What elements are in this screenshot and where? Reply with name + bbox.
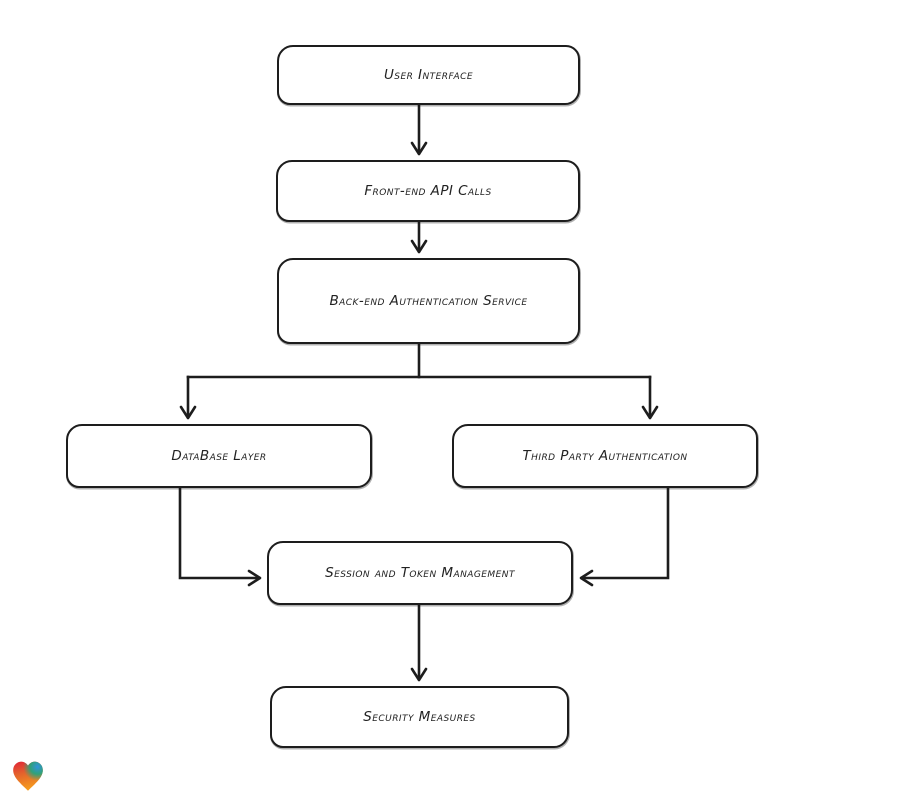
heart-logo[interactable]	[10, 759, 46, 795]
node-user-interface: User Interface	[277, 45, 580, 105]
node-label-user-interface: User Interface	[383, 66, 474, 83]
edge-database-to-session	[178, 487, 262, 587]
node-database-layer: DataBase Layer	[66, 424, 372, 488]
node-label-back-end-authentication-service: Back-end Authentication Service	[329, 292, 528, 309]
edge-thirdparty-to-session	[579, 487, 670, 587]
node-back-end-authentication-service: Back-end Authentication Service	[277, 258, 580, 344]
node-label-security-measures: Security Measures	[363, 708, 476, 725]
node-label-third-party-authentication: Third Party Authentication	[522, 447, 688, 464]
node-third-party-authentication: Third Party Authentication	[452, 424, 758, 488]
node-session-and-token-management: Session and Token Management	[267, 541, 573, 605]
node-front-end-api-calls: Front-end API Calls	[276, 160, 580, 222]
node-label-database-layer: DataBase Layer	[171, 447, 267, 464]
node-security-measures: Security Measures	[270, 686, 569, 748]
node-label-session-and-token-management: Session and Token Management	[325, 564, 515, 581]
node-label-front-end-api-calls: Front-end API Calls	[364, 182, 492, 199]
heart-icon	[13, 761, 43, 791]
